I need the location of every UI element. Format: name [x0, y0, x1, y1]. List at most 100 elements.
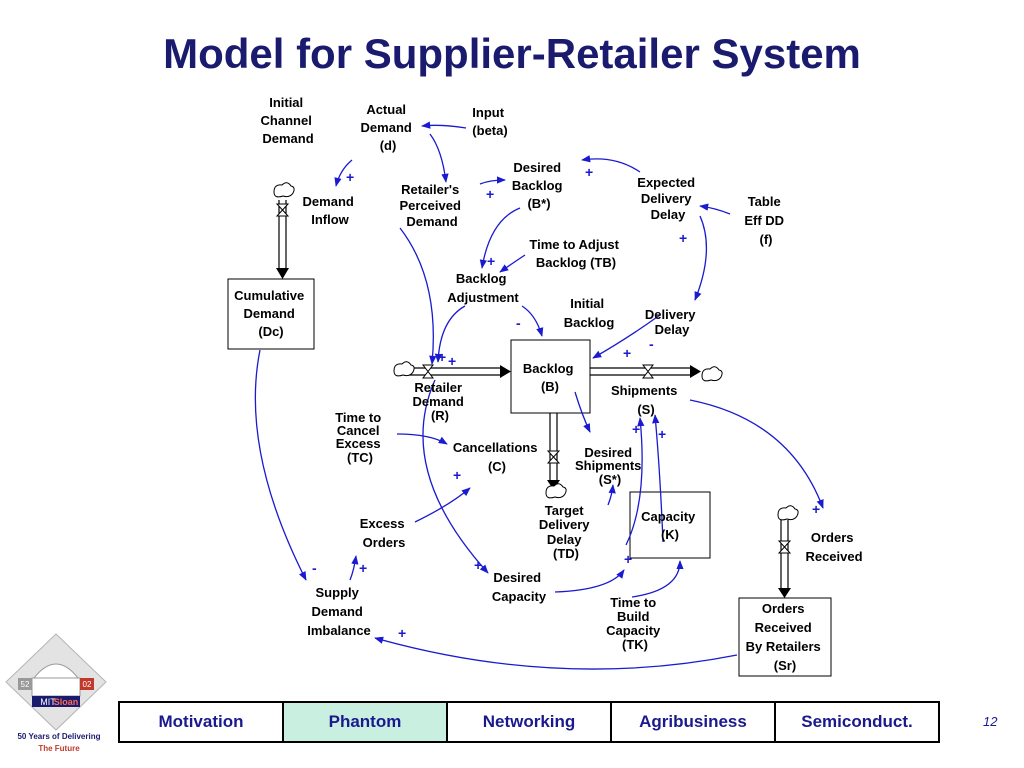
label-line: Demand [406, 214, 457, 229]
label-line: Delay [655, 322, 690, 337]
label-line: Cumulative [234, 288, 304, 303]
label-line: Input [472, 105, 504, 120]
polarity-plus: + [448, 353, 456, 369]
label-line: Retailer's [401, 182, 459, 197]
var-cancellations: Cancellations (C) [453, 440, 541, 474]
flow-retailer-demand [406, 364, 511, 379]
stock-label-cumulative-demand: Cumulative Demand (Dc) [234, 288, 308, 339]
label-line: Desired [584, 445, 632, 460]
flow-orders-received [777, 520, 792, 598]
label-line: Delay [547, 532, 582, 547]
logo-brand-mit: MIT [40, 697, 56, 707]
label-line: (d) [380, 138, 397, 153]
var-supply-demand-imbalance: Supply Demand Imbalance [307, 585, 371, 638]
label-line: (B) [541, 379, 559, 394]
label-line: Shipments [575, 458, 641, 473]
label-line: Desired [513, 160, 561, 175]
polarity-minus: - [312, 560, 317, 576]
label-line: Inflow [311, 212, 349, 227]
label-line: Initial [570, 296, 604, 311]
polarity-plus: + [623, 345, 631, 361]
label-line: Orders [363, 535, 406, 550]
label-line: (TC) [347, 450, 373, 465]
polarity-markers: + + + + + - - + + + + + + + + - + + + [312, 164, 820, 641]
cloud-icon [273, 182, 799, 521]
label-line: Table [748, 194, 781, 209]
label-line: Capacity [641, 509, 696, 524]
label-line: Delivery [539, 517, 590, 532]
label-line: Demand [303, 194, 354, 209]
tab-phantom[interactable]: Phantom [284, 703, 448, 741]
polarity-minus: - [516, 315, 521, 331]
label-line: Shipments [611, 383, 677, 398]
polarity-plus: + [585, 164, 593, 180]
label-line: Excess [360, 516, 405, 531]
label-line: By Retailers [746, 639, 821, 654]
page-number: 12 [983, 714, 998, 729]
label-line: Expected [637, 175, 695, 190]
label-line: (B*) [527, 196, 550, 211]
polarity-plus: + [486, 186, 494, 202]
stock-orders-received-by-retailers [738, 597, 832, 677]
label-line: (C) [488, 459, 506, 474]
var-retailer-demand: Retailer Demand (R) [413, 380, 468, 423]
polarity-plus: + [624, 551, 632, 567]
flow-demand-inflow [275, 200, 290, 279]
var-table-eff-dd: Table Eff DD (f) [744, 194, 787, 247]
label-line: Delivery [641, 191, 692, 206]
label-line: Channel [261, 113, 312, 128]
polarity-plus: + [346, 169, 354, 185]
var-excess-orders: Excess Orders [360, 516, 408, 550]
var-target-delivery-delay: Target Delivery Delay (TD) [539, 503, 593, 561]
var-time-to-adjust-backlog: Time to Adjust Backlog (TB) [529, 237, 622, 270]
var-input-beta: Input (beta) [472, 105, 507, 138]
label-line: Delay [651, 207, 686, 222]
var-desired-shipments: Desired Shipments (S*) [575, 445, 645, 487]
stock-label-capacity: Capacity (K) [641, 509, 699, 542]
polarity-plus: + [453, 467, 461, 483]
tab-networking[interactable]: Networking [448, 703, 612, 741]
causal-links [254, 121, 824, 670]
label-line: (S) [637, 402, 654, 417]
var-desired-capacity: Desired Capacity [492, 570, 547, 604]
label-line: Demand [361, 120, 412, 135]
label-line: Adjustment [447, 290, 519, 305]
polarity-plus: + [812, 501, 820, 517]
var-retailers-perceived-demand: Retailer's Perceived Demand [399, 182, 464, 229]
logo-tagline: 50 Years of Delivering [17, 732, 101, 741]
var-time-to-build-capacity: Time to Build Capacity (TK) [606, 595, 664, 652]
label-line: Backlog (TB) [536, 255, 616, 270]
label-line: Imbalance [307, 623, 371, 638]
label-line: Capacity [606, 623, 661, 638]
mit-sloan-logo: 52 02 MIT Sloan 50 Years of Delivering T… [4, 632, 108, 764]
label-line: Demand [244, 306, 295, 321]
tab-motivation[interactable]: Motivation [120, 703, 284, 741]
var-time-to-cancel-excess: Time to Cancel Excess (TC) [335, 410, 385, 465]
label-line: Backlog [512, 178, 563, 193]
label-line: Cancel [337, 423, 380, 438]
flow-cancellations [546, 413, 561, 490]
label-line: Backlog [523, 361, 574, 376]
var-orders-received: Orders Received [805, 530, 862, 564]
label-line: (K) [661, 527, 679, 542]
logo-right-number: 02 [83, 680, 92, 689]
label-line: (S*) [599, 472, 621, 487]
label-line: Build [617, 609, 650, 624]
page-title: Model for Supplier-Retailer System [163, 30, 861, 77]
label-line: (R) [431, 408, 449, 423]
logo-tagline-accent: The Future [38, 744, 80, 753]
label-line: (f) [760, 232, 773, 247]
label-line: Retailer [414, 380, 462, 395]
label-line: Desired [493, 570, 541, 585]
label-line: Supply [316, 585, 360, 600]
polarity-plus: + [474, 557, 482, 573]
stock-backlog [510, 339, 591, 414]
section-nav: Motivation Phantom Networking Agribusine… [118, 701, 940, 743]
label-line: Target [545, 503, 584, 518]
logo-brand-sloan: Sloan [54, 697, 79, 707]
tab-semiconduct[interactable]: Semiconduct. [801, 712, 913, 731]
causal-loop-diagram: Initial Channel Demand Actual Demand (d)… [227, 95, 863, 677]
label-line: Backlog [564, 315, 615, 330]
label-line: Time to Adjust [529, 237, 619, 252]
tab-agribusiness[interactable]: Agribusiness [612, 703, 776, 741]
